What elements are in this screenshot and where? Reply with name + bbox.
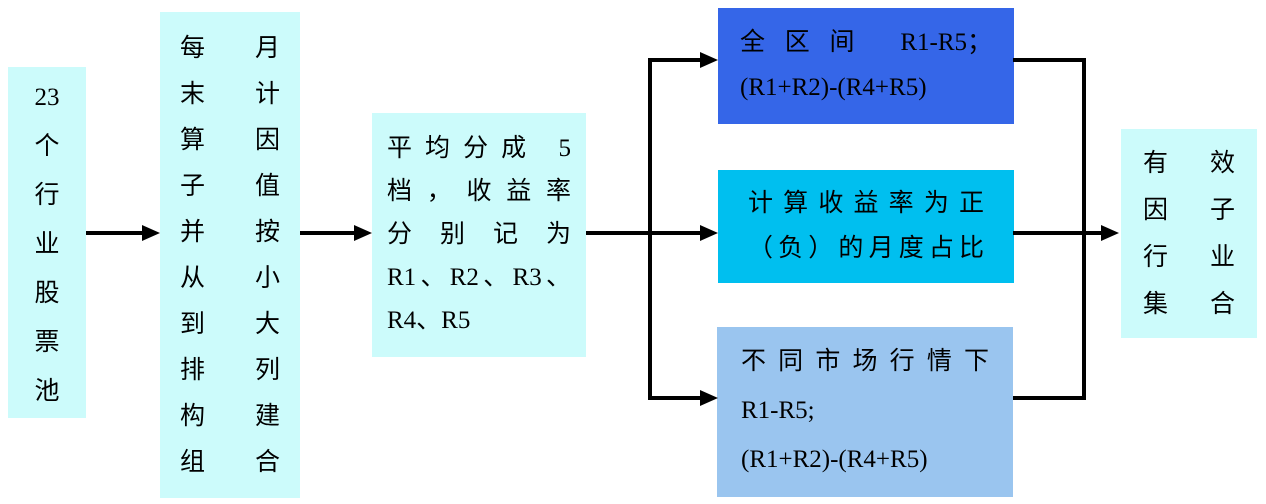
- node-text-line: 构建: [180, 403, 280, 430]
- branch-vertical-line: [648, 58, 652, 400]
- node-quintile-split: 平均分成 5 档，收益率 分别记为 R1、R2、R3、 R4、R5: [372, 113, 586, 357]
- arrowhead-icon: [700, 52, 718, 68]
- node-text-line: R4、R5: [387, 307, 471, 334]
- node-stock-pool: 23 个 行 业 股 票 池: [8, 67, 86, 418]
- arrow-line-quintile-to-branch: [586, 231, 702, 235]
- node-text-line: 子值: [180, 173, 280, 200]
- node-text-line: 行业: [1143, 244, 1235, 271]
- node-text-line: 因子: [1143, 197, 1235, 224]
- node-effective-factor-set: 有效 因子 行业 集合: [1121, 129, 1257, 338]
- node-text-line: 行: [34, 182, 60, 209]
- arrowhead-icon: [700, 225, 718, 241]
- node-monthly-win-ratio: 计算收益率为正 （负）的月度占比: [718, 170, 1014, 283]
- node-monthly-factor-calc: 每月 末计 算因 子值 并按 从小 到大 排列 构建 组合: [160, 12, 300, 498]
- node-text-line: 计算收益率为正: [748, 190, 984, 217]
- node-text-line: 末计: [180, 81, 280, 108]
- node-text-line: 集合: [1143, 291, 1235, 318]
- merge-line-fullrange-out: [1013, 58, 1086, 62]
- arrowhead-icon: [142, 225, 160, 241]
- node-text-line: 个: [34, 133, 60, 160]
- node-text-line: 业: [34, 231, 60, 258]
- arrowhead-icon: [700, 390, 718, 406]
- node-text-line: (R1+R2)-(R4+R5): [741, 446, 928, 473]
- node-text-line: (R1+R2)-(R4+R5): [740, 74, 927, 101]
- node-text-line: R1、R2、R3、: [387, 264, 571, 291]
- node-full-range-test: 全区间 R1-R5； (R1+R2)-(R4+R5): [718, 8, 1014, 124]
- node-text-line: 平均分成 5: [387, 135, 571, 162]
- arrow-line-merge-to-effective: [1013, 231, 1103, 235]
- node-market-regime-test: 不同市场行情下 R1-R5; (R1+R2)-(R4+R5): [717, 327, 1013, 497]
- arrow-line-branch-to-fullrange: [648, 58, 702, 62]
- node-text-line: 档，收益率: [387, 178, 571, 205]
- node-text-line: 并按: [180, 219, 280, 246]
- node-text-line: 全区间 R1-R5；: [740, 29, 992, 56]
- node-text-line: 23: [34, 84, 60, 111]
- node-text-line: 每月: [180, 35, 280, 62]
- node-text-line: 票: [34, 329, 60, 356]
- node-text-line: 池: [34, 378, 60, 405]
- node-text-line: 分别记为: [387, 221, 571, 248]
- node-text-line: （负）的月度占比: [748, 235, 984, 262]
- merge-vertical-line: [1082, 58, 1086, 400]
- node-text-line: R1-R5;: [741, 397, 815, 424]
- arrow-line-branch-to-regime: [648, 396, 702, 400]
- node-text-line: 不同市场行情下: [741, 348, 989, 375]
- arrowhead-icon: [354, 225, 372, 241]
- node-text-line: 算因: [180, 127, 280, 154]
- arrowhead-icon: [1101, 225, 1119, 241]
- node-text-line: 有效: [1143, 150, 1235, 177]
- arrow-line-calc-to-quintile: [300, 231, 356, 235]
- node-text-line: 组合: [180, 449, 280, 476]
- node-text-line: 到大: [180, 311, 280, 338]
- node-text-line: 从小: [180, 265, 280, 292]
- arrow-line-stockpool-to-calc: [86, 231, 144, 235]
- node-text-line: 股: [34, 280, 60, 307]
- merge-line-regime-out: [1013, 396, 1086, 400]
- node-text-line: 排列: [180, 357, 280, 384]
